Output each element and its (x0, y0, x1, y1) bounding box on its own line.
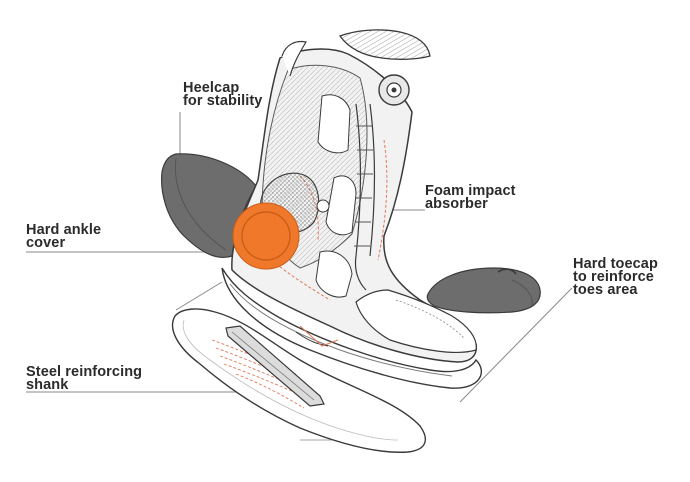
label-toecap-line-3: toes area (573, 282, 638, 298)
boot-body (231, 29, 478, 363)
label-shank-line-2: shank (26, 377, 69, 393)
label-hard-ankle-cover: Hard ankle cover (26, 222, 102, 251)
label-steel-shank: Steel reinforcing shank (26, 364, 143, 393)
label-ankle-line-1: Hard ankle (26, 222, 102, 238)
label-ankle-line-2: cover (26, 235, 66, 251)
toecap-part (426, 267, 541, 314)
leader-toecap (459, 287, 573, 403)
label-heelcap-line-2: for stability (183, 93, 263, 109)
ankle-cover-part (161, 153, 257, 258)
label-heelcap: Heelcap for stability (183, 80, 263, 109)
steel-shank (225, 325, 325, 407)
ankle-disc (232, 202, 300, 270)
boot-sole (221, 267, 482, 389)
label-shank-line-1: Steel reinforcing (26, 364, 143, 380)
label-foam-line-1: Foam impact (425, 183, 516, 199)
label-hard-toecap: Hard toecap to reinforce toes area (573, 256, 658, 298)
label-foam-impact-absorber: Foam impact absorber (425, 183, 516, 212)
insole-plate (171, 308, 427, 453)
label-toecap-line-1: Hard toecap (573, 256, 658, 272)
label-heelcap-line-1: Heelcap (183, 80, 240, 96)
label-foam-line-2: absorber (425, 196, 488, 212)
exploded-guide-1 (175, 281, 223, 311)
label-toecap-line-2: to reinforce (573, 269, 654, 285)
